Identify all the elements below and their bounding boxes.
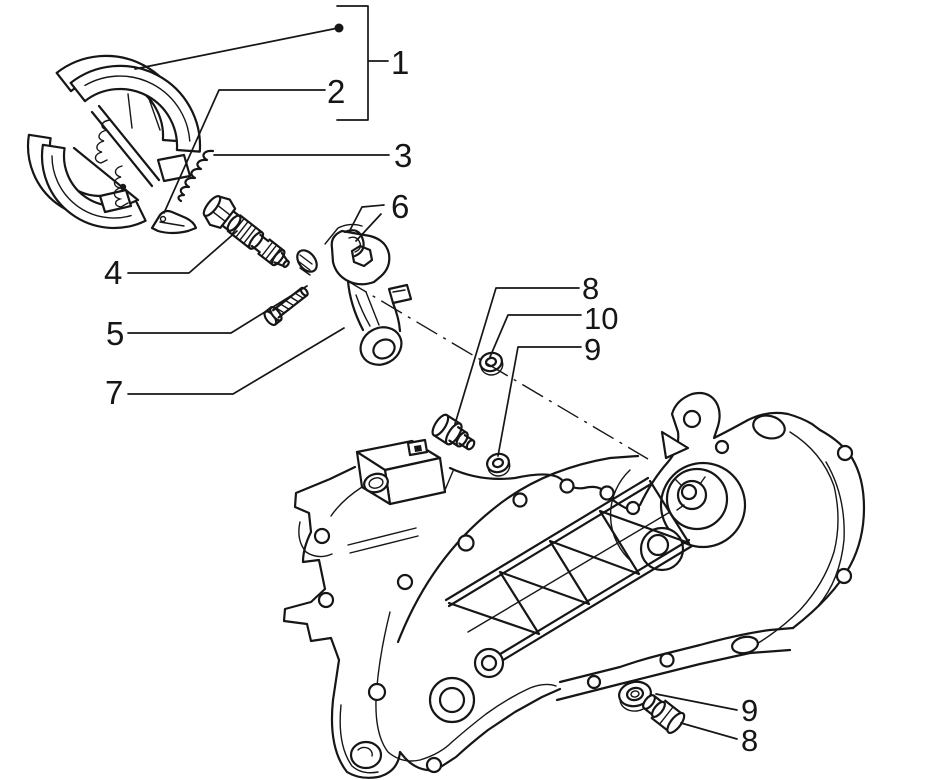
lower-boss (428, 676, 476, 724)
callout-9b-label: 9 (741, 693, 758, 728)
nut-9-bottom (618, 680, 653, 712)
callout-4-label: 4 (104, 254, 122, 291)
crank-hub (609, 461, 747, 572)
truss-ribs (444, 476, 694, 670)
leader-1 (134, 27, 339, 70)
leader-5 (127, 285, 308, 334)
leader-6 (348, 204, 385, 242)
leader-10 (489, 314, 582, 358)
retainer-clip (150, 209, 198, 235)
leader-9b (655, 693, 738, 711)
leader-8 (454, 287, 580, 425)
washer-9 (486, 452, 511, 477)
callout-8-label: 8 (582, 271, 599, 306)
lever-arm-left-edge (346, 279, 365, 332)
callout-labels: 1 2 3 4 5 6 7 8 10 9 9 8 (104, 44, 758, 758)
brake-shoe-upper (69, 64, 202, 153)
shoe-spring-b (113, 165, 129, 208)
bolt-8-bottom (642, 694, 686, 734)
bracket-1 (336, 5, 389, 121)
brake-lever (324, 223, 413, 366)
splined-collar (296, 249, 318, 276)
leader-lines (127, 5, 738, 740)
leader-7 (127, 327, 345, 395)
washer-10 (479, 351, 504, 376)
crankcase (282, 391, 866, 779)
ear-bolt-hole (682, 409, 702, 429)
shoe-spring-a (94, 119, 111, 164)
callout-6-label: 6 (391, 188, 409, 225)
callout-3-label: 3 (394, 137, 412, 174)
leader-1-dot (334, 23, 344, 33)
spring (177, 149, 215, 203)
bolt-8-middle (431, 413, 476, 451)
leader-4 (127, 230, 238, 274)
callout-1-label: 1 (391, 44, 409, 81)
brake-cam (202, 195, 290, 268)
callout-2-label: 2 (327, 73, 345, 110)
leader-9 (497, 346, 582, 457)
callout-5-label: 5 (106, 315, 124, 352)
leader-2 (163, 89, 326, 214)
mount-block (330, 438, 454, 517)
callout-7-label: 7 (105, 374, 123, 411)
callout-8b-label: 8 (741, 723, 758, 758)
foot-hole (349, 740, 383, 770)
callout-9-label: 9 (584, 332, 601, 367)
adjuster-screw (263, 286, 309, 327)
lever-arm-right-edge (391, 301, 402, 333)
leader-8b (680, 722, 738, 740)
assembly-center-line (345, 279, 649, 460)
ear-triangle-cutout (660, 430, 690, 460)
callout-10-label: 10 (584, 301, 618, 336)
lever-clip (343, 229, 365, 258)
lever-tab (387, 283, 413, 305)
brake-shoe-assembly (26, 54, 202, 230)
